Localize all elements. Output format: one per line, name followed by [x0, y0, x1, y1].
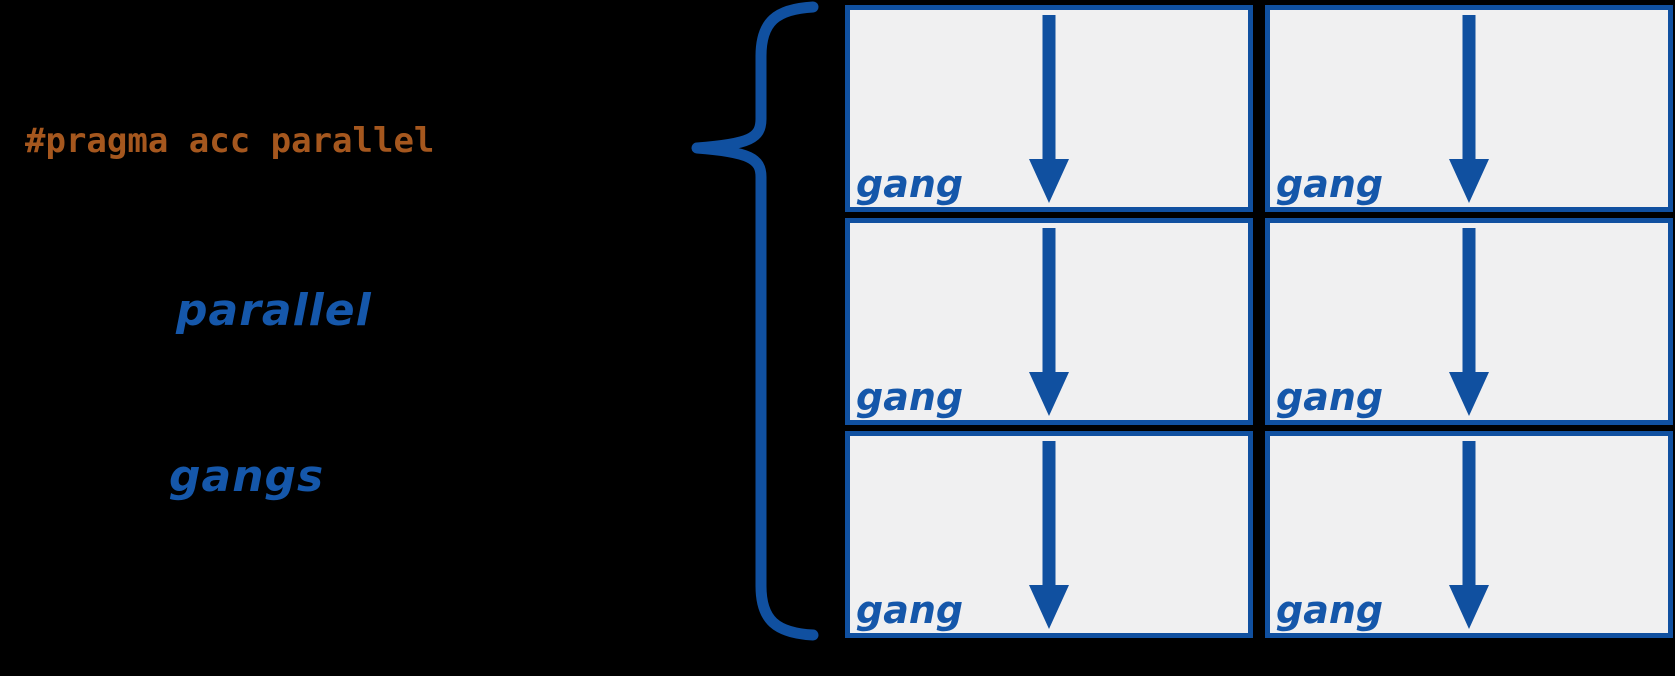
gang-box: gang — [845, 5, 1253, 212]
left-curly-brace-icon — [691, 1, 819, 641]
gang-label: gang — [1276, 375, 1384, 419]
down-arrow-icon — [1449, 441, 1489, 629]
pragma-acc-parallel-code: #pragma acc parallel — [25, 121, 435, 161]
gang-box: gang — [1265, 431, 1673, 638]
gangs-label: gangs — [169, 451, 325, 502]
gang-label: gang — [1276, 162, 1384, 206]
gang-label: gang — [856, 375, 964, 419]
gang-label: gang — [856, 162, 964, 206]
down-arrow-icon — [1029, 228, 1069, 416]
gang-box: gang — [845, 431, 1253, 638]
gang-label: gang — [1276, 588, 1384, 632]
gang-label: gang — [856, 588, 964, 632]
down-arrow-icon — [1029, 441, 1069, 629]
down-arrow-icon — [1449, 228, 1489, 416]
gang-grid: gang gang gang gang — [845, 5, 1673, 638]
down-arrow-icon — [1449, 15, 1489, 203]
parallel-construct-label: parallel — [176, 285, 372, 336]
gang-box: gang — [1265, 5, 1673, 212]
gang-box: gang — [1265, 218, 1673, 425]
down-arrow-icon — [1029, 15, 1069, 203]
gang-box: gang — [845, 218, 1253, 425]
